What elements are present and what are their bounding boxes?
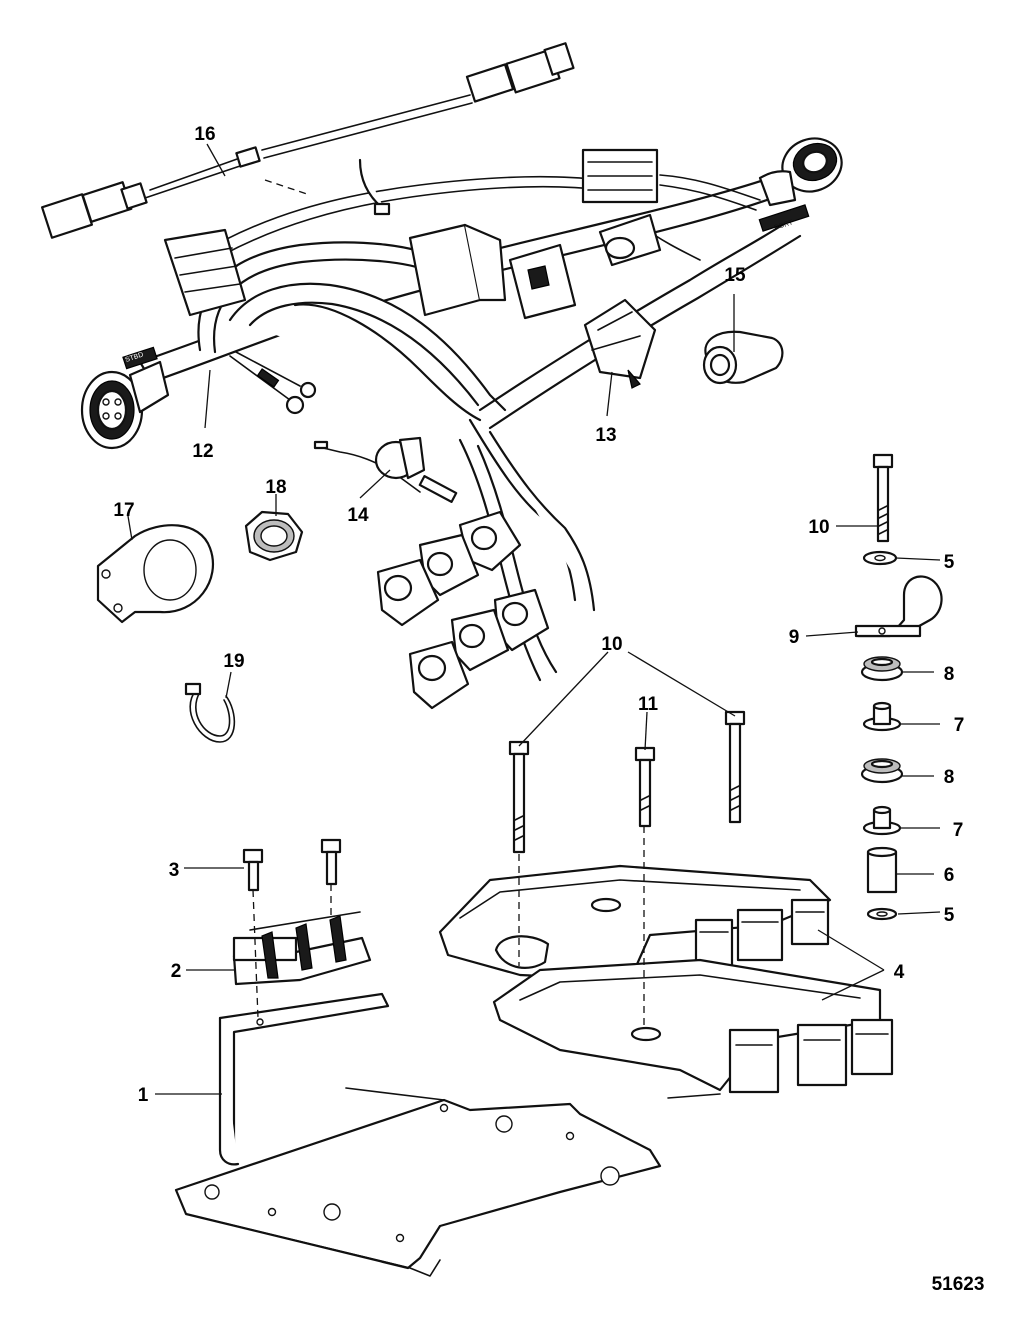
callout-8-top: 8 — [944, 664, 955, 685]
callout-12: 12 — [192, 441, 213, 462]
washer-part-5-top — [862, 550, 898, 566]
bolt-part-10-left — [508, 740, 530, 854]
grommet-part-8-bottom — [860, 758, 904, 784]
callout-2: 2 — [171, 961, 182, 982]
callout-14: 14 — [347, 505, 369, 526]
main-wiring-harness-part-12 — [80, 137, 843, 710]
leader-lines — [127, 143, 941, 1095]
connector-part-13 — [583, 298, 657, 389]
fuse-holder-part-15 — [702, 330, 784, 385]
callout-11: 11 — [638, 694, 659, 715]
sleeve-part-7-top — [862, 701, 902, 732]
callout-5-bottom: 5 — [944, 905, 955, 926]
extension-harness-part-16 — [40, 42, 575, 239]
callout-1: 1 — [138, 1085, 149, 1106]
alignment-lines — [252, 179, 645, 1030]
washer-part-5-bottom — [866, 907, 898, 921]
connector-left-16 — [40, 181, 148, 239]
callout-18: 18 — [265, 477, 286, 498]
callout-labels: 1 2 3 4 5 5 6 7 7 8 8 9 10 10 11 12 13 1… — [113, 124, 964, 1106]
bolt-part-10-right — [724, 710, 746, 824]
callout-7-bottom: 7 — [953, 820, 964, 841]
connector-right-16 — [465, 42, 575, 103]
callout-10-middle: 10 — [601, 634, 622, 655]
callout-5-top: 5 — [944, 552, 955, 573]
sleeve-part-7-bottom — [862, 805, 902, 836]
callout-4: 4 — [894, 962, 905, 983]
bolt-part-10-top — [872, 453, 894, 543]
callout-10-top: 10 — [808, 517, 829, 538]
figure-number: 51623 — [932, 1274, 985, 1295]
coil-connectors — [376, 510, 550, 710]
callout-17: 17 — [113, 500, 134, 521]
terminal-block-part-2 — [232, 911, 372, 986]
callout-19: 19 — [223, 651, 244, 672]
grommet-part-8-top — [860, 656, 904, 682]
ecm-module-part-4-upper — [438, 864, 832, 982]
spacer-part-6 — [866, 846, 898, 894]
bracket-part-17 — [96, 524, 215, 624]
harness-right-plug — [758, 137, 843, 207]
harness-left-plug — [80, 360, 170, 450]
callout-9: 9 — [789, 627, 800, 648]
callout-6: 6 — [944, 865, 955, 886]
callout-3: 3 — [169, 860, 180, 881]
base-bracket-part-1 — [174, 992, 662, 1277]
nut-part-18 — [244, 510, 304, 562]
clamp-part-9 — [854, 575, 943, 638]
callout-8-bottom: 8 — [944, 767, 955, 788]
callout-7-top: 7 — [954, 715, 965, 736]
callout-15: 15 — [724, 265, 746, 286]
ecm-module-part-4-lower — [492, 958, 894, 1099]
bolt-part-3-a — [242, 848, 264, 892]
cable-tie-part-19 — [184, 682, 236, 743]
sensor-part-14 — [313, 436, 458, 503]
callout-16: 16 — [194, 124, 215, 145]
callout-13: 13 — [595, 425, 616, 446]
bolt-part-11 — [634, 746, 656, 828]
bolt-part-3-b — [320, 838, 342, 886]
